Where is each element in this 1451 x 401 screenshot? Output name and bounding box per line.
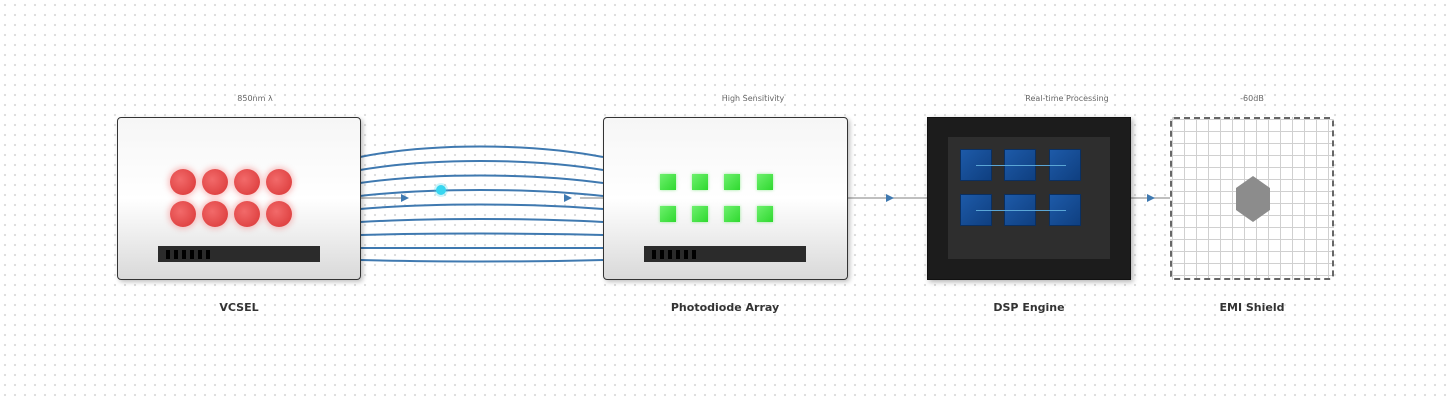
emi-label: EMI Shield — [1219, 301, 1285, 314]
dsp-bus-line — [976, 165, 1066, 166]
io-pin — [198, 250, 202, 259]
io-pin — [692, 250, 696, 259]
photodiode-module[interactable] — [603, 117, 848, 280]
photodiode-io-bar — [644, 246, 806, 262]
io-pin — [190, 250, 194, 259]
arrow-icon — [886, 194, 894, 202]
fiber-7 — [359, 232, 604, 236]
fiber-6 — [359, 218, 604, 223]
dsp-bus-line — [976, 210, 1066, 211]
dsp-label: DSP Engine — [993, 301, 1065, 314]
green-square-icon — [692, 206, 708, 222]
dsp-caption: Real-time Processing — [1025, 94, 1109, 103]
red-dot-icon — [234, 169, 260, 195]
vcsel-label: VCSEL — [219, 301, 259, 314]
red-dot-icon — [266, 201, 292, 227]
vcsel-caption: 850nm λ — [237, 94, 273, 103]
green-square-icon — [757, 206, 773, 222]
green-square-icon — [724, 174, 740, 190]
fiber-3 — [359, 174, 604, 184]
io-pin — [684, 250, 688, 259]
fiber-4 — [359, 189, 604, 197]
light-pulse-icon — [436, 185, 446, 195]
green-square-icon — [660, 174, 676, 190]
green-square-icon — [692, 174, 708, 190]
green-square-icon — [724, 206, 740, 222]
vcsel-io-bar — [158, 246, 320, 262]
red-dot-icon — [202, 201, 228, 227]
vcsel-module[interactable] — [117, 117, 361, 280]
dsp-die — [948, 137, 1110, 259]
fiber-2 — [359, 160, 604, 171]
green-square-icon — [757, 174, 773, 190]
hexagon-icon — [1236, 176, 1270, 222]
red-dot-icon — [266, 169, 292, 195]
io-pin — [166, 250, 170, 259]
red-dot-icon — [202, 169, 228, 195]
io-pin — [652, 250, 656, 259]
io-pin — [676, 250, 680, 259]
io-pin — [182, 250, 186, 259]
fiber-5 — [359, 203, 604, 210]
red-dot-icon — [170, 169, 196, 195]
fiber-9 — [359, 259, 604, 263]
io-pin — [660, 250, 664, 259]
arrow-icon — [401, 194, 409, 202]
io-pin — [668, 250, 672, 259]
arrow-icon — [564, 194, 572, 202]
green-square-icon — [660, 206, 676, 222]
fiber-1 — [359, 145, 604, 158]
io-pin — [206, 250, 210, 259]
io-pin — [174, 250, 178, 259]
fiber-bundle — [359, 145, 604, 263]
photodiode-label: Photodiode Array — [670, 301, 780, 314]
emi-caption: -60dB — [1240, 94, 1264, 103]
light-pulse-glow — [434, 183, 448, 197]
red-dot-icon — [234, 201, 260, 227]
dsp-module[interactable] — [927, 117, 1131, 280]
arrow-icon — [1147, 194, 1155, 202]
photodiode-caption: High Sensitivity — [721, 94, 785, 103]
red-dot-icon — [170, 201, 196, 227]
emi-shield-module[interactable] — [1170, 117, 1334, 280]
